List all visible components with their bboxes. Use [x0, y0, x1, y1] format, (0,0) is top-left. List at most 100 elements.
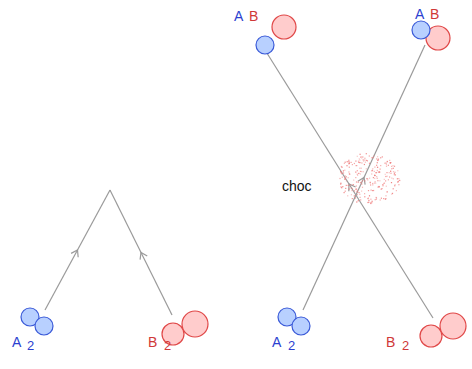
- collision-dot: [348, 159, 349, 160]
- collision-dot: [357, 156, 358, 157]
- molecule-label: B: [148, 334, 157, 350]
- collision-dot: [379, 172, 380, 173]
- collision-dot: [360, 199, 361, 200]
- collision-dot: [392, 193, 393, 194]
- collision-dot: [345, 191, 346, 192]
- collision-dot: [349, 161, 350, 162]
- collision-dot: [387, 192, 388, 193]
- collision-dot: [366, 178, 367, 179]
- collision-dot: [371, 170, 372, 171]
- atom-label: A: [415, 6, 424, 22]
- collision-dot: [358, 192, 359, 193]
- collision-dot: [392, 165, 393, 166]
- collision-dot: [377, 180, 378, 181]
- direction-arrowhead: [71, 250, 78, 257]
- collision-dot: [369, 195, 370, 196]
- subscript: 2: [288, 338, 295, 354]
- collision-dot: [381, 198, 382, 199]
- collision-dot: [360, 154, 361, 155]
- collision-dot: [379, 172, 380, 173]
- collision-dot: [394, 173, 395, 174]
- collision-dot: [357, 175, 358, 176]
- atom-b: [440, 313, 466, 339]
- collision-dot: [356, 191, 357, 192]
- collision-dot: [368, 200, 369, 201]
- direction-arrowhead: [349, 184, 356, 191]
- atom-b: [272, 15, 296, 39]
- collision-dot: [388, 165, 389, 166]
- collision-dot: [349, 173, 350, 174]
- collision-dot: [360, 182, 361, 183]
- atom-label: A: [234, 8, 243, 24]
- collision-dot: [351, 162, 352, 163]
- collision-dot: [352, 198, 353, 199]
- collision-dot: [361, 162, 362, 163]
- collision-dot: [367, 180, 368, 181]
- collision-dot: [399, 180, 400, 181]
- atom-b: [182, 311, 208, 337]
- collision-dot: [393, 171, 394, 172]
- collision-dot: [394, 174, 395, 175]
- collision-dot: [378, 159, 379, 160]
- collision-dot: [364, 193, 365, 194]
- collision-dot: [378, 172, 379, 173]
- collision-dot: [348, 163, 349, 164]
- collision-dot: [374, 155, 375, 156]
- collision-dot: [354, 195, 355, 196]
- collision-dot: [352, 188, 353, 189]
- collision-dot: [351, 194, 352, 195]
- collision-dot: [359, 158, 360, 159]
- collision-dot: [371, 190, 372, 191]
- collision-dot: [390, 173, 391, 174]
- collision-dot: [358, 161, 359, 162]
- collision-dot: [355, 197, 356, 198]
- collision-dot: [343, 170, 344, 171]
- collision-dot: [364, 196, 365, 197]
- collision-dot: [378, 186, 379, 187]
- collision-dot: [393, 168, 394, 169]
- collision-dot: [356, 165, 357, 166]
- collision-dot: [355, 165, 356, 166]
- collision-dot: [343, 172, 344, 173]
- collision-dot: [362, 156, 363, 157]
- collision-dot: [385, 174, 386, 175]
- direction-arrowhead: [358, 178, 365, 185]
- molecule-label: A: [12, 334, 21, 350]
- collision-dot: [374, 175, 375, 176]
- collision-dot: [396, 190, 397, 191]
- collision-dot: [344, 163, 345, 164]
- molecule-label: B: [386, 334, 395, 350]
- collision-dot: [349, 163, 350, 164]
- collision-dot: [363, 161, 364, 162]
- collision-dot: [360, 197, 361, 198]
- collision-dot: [393, 178, 394, 179]
- collision-dot: [355, 189, 356, 190]
- collision-dot: [354, 190, 355, 191]
- collision-dot: [367, 160, 368, 161]
- collision-dot: [368, 190, 369, 191]
- collision-dot: [360, 182, 361, 183]
- collision-dot: [370, 202, 371, 203]
- collision-dot: [367, 202, 368, 203]
- collision-dot: [381, 189, 382, 190]
- collision-dot: [382, 156, 383, 157]
- collision-dot: [380, 165, 381, 166]
- collision-dot: [361, 157, 362, 158]
- collision-dot: [349, 167, 350, 168]
- collision-dot: [361, 183, 362, 184]
- collision-dot: [372, 168, 373, 169]
- collision-dot: [376, 172, 377, 173]
- collision-dot: [377, 167, 378, 168]
- atom-a: [292, 317, 310, 335]
- collision-dot: [380, 169, 381, 170]
- subscript: 2: [402, 338, 409, 354]
- collision-dot: [390, 162, 391, 163]
- collision-dot: [358, 200, 359, 201]
- collision-dot: [341, 187, 342, 188]
- atom-label: B: [430, 6, 439, 22]
- collision-dot: [341, 173, 342, 174]
- collision-dot: [386, 164, 387, 165]
- collision-dot: [383, 183, 384, 184]
- direction-arrowhead: [140, 253, 147, 260]
- collision-dot: [376, 199, 377, 200]
